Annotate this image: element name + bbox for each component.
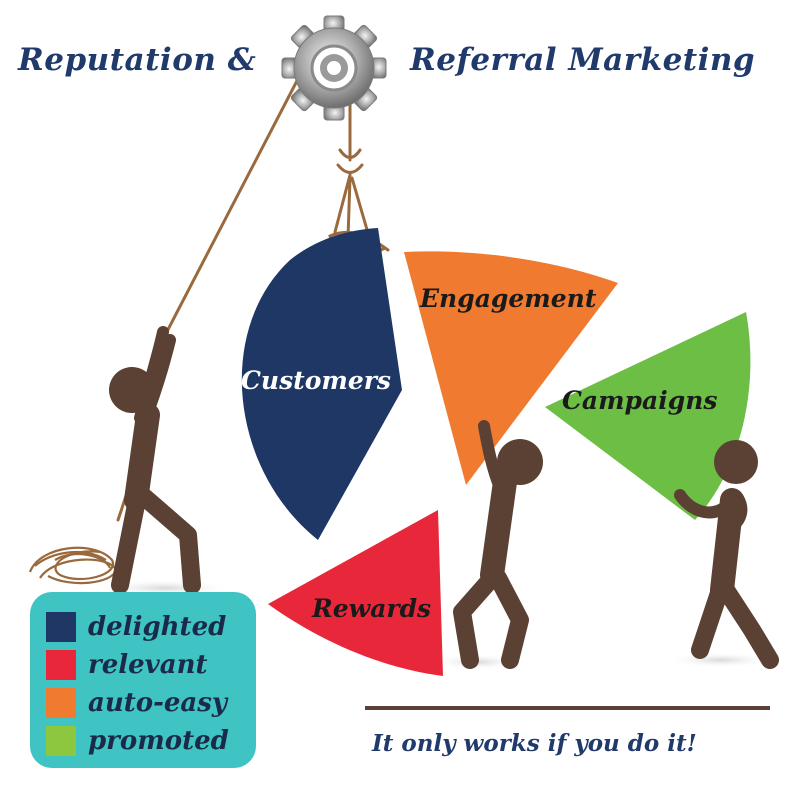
title-right: Referral Marketing bbox=[410, 42, 756, 78]
legend-swatch bbox=[46, 726, 76, 756]
legend-label: relevant bbox=[88, 650, 208, 680]
segment-label-rewards: Rewards bbox=[312, 594, 432, 623]
gear-icon bbox=[281, 15, 387, 121]
segment-label-engagement: Engagement bbox=[420, 284, 597, 313]
legend-swatch bbox=[46, 688, 76, 718]
legend-item-promoted: promoted bbox=[46, 726, 229, 756]
rope-coil bbox=[28, 546, 118, 585]
legend-item-auto-easy: auto-easy bbox=[46, 688, 227, 718]
legend-label: auto-easy bbox=[88, 688, 228, 718]
figure-pusher bbox=[453, 420, 543, 669]
figure-carrier bbox=[674, 440, 779, 669]
segment-campaigns bbox=[545, 312, 751, 520]
segment-rewards bbox=[268, 510, 443, 676]
legend-label: delighted bbox=[88, 612, 227, 642]
legend-item-delighted: delighted bbox=[46, 612, 226, 642]
segment-engagement bbox=[404, 251, 618, 485]
tagline: It only works if you do it! bbox=[372, 730, 697, 757]
legend-box: delighted relevant auto-easy promoted bbox=[30, 592, 256, 768]
figure-puller bbox=[109, 326, 201, 594]
legend-swatch bbox=[46, 612, 76, 642]
legend-label: promoted bbox=[88, 726, 229, 756]
title-left: Reputation & bbox=[18, 42, 257, 78]
segment-label-campaigns: Campaigns bbox=[562, 386, 718, 415]
segment-label-customers: Customers bbox=[241, 366, 391, 395]
ground-shadow bbox=[665, 652, 775, 668]
segment-customers bbox=[241, 228, 402, 540]
legend-swatch bbox=[46, 650, 76, 680]
legend-item-relevant: relevant bbox=[46, 650, 208, 680]
